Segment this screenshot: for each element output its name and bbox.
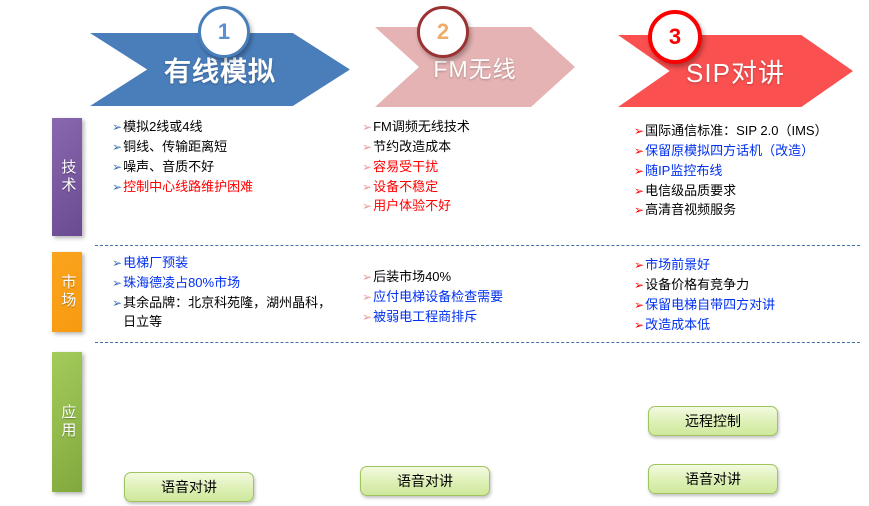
category-label-technology: 技术 [52, 118, 82, 236]
technology-item: ➢保留原模拟四方话机（改造） [634, 142, 864, 161]
market-item: ➢市场前景好 [634, 256, 864, 275]
technology-item: ➢设备不稳定 [362, 178, 577, 197]
technology-item-label: FM调频无线技术 [373, 119, 470, 134]
bullet-arrow-icon: ➢ [112, 159, 123, 174]
technology-item-label: 国际通信标准：SIP 2.0（IMS） [645, 123, 828, 138]
category-label-application: 应用 [52, 352, 82, 492]
stage-arrow-2[interactable]: FM无线 [375, 27, 575, 107]
technology-item: ➢高清音视频服务 [634, 201, 864, 220]
market-item-label: 珠海德凌占80%市场 [123, 274, 241, 290]
market-item-label: 后装市场40% [373, 269, 452, 284]
market-list-column-2: ➢后装市场40%➢应付电梯设备检查需要➢被弱电工程商排斥 [362, 268, 577, 328]
technology-item-label: 噪声、音质不好 [123, 158, 215, 174]
technology-item-label: 保留原模拟四方话机（改造） [645, 142, 815, 158]
market-list-column-3: ➢市场前景好➢设备价格有竞争力➢保留电梯自带四方对讲➢改造成本低 [634, 256, 864, 335]
bullet-arrow-icon: ➢ [634, 258, 645, 272]
bullet-arrow-icon: ➢ [362, 139, 373, 154]
market-item: ➢被弱电工程商排斥 [362, 308, 577, 327]
technology-item: ➢节约改造成本 [362, 138, 577, 157]
application-button-column-2-voice[interactable]: 语音对讲 [360, 466, 490, 496]
technology-list-column-3: ➢国际通信标准：SIP 2.0（IMS）➢保留原模拟四方话机（改造）➢随IP监控… [634, 122, 864, 221]
technology-item: ➢容易受干扰 [362, 158, 577, 177]
technology-item: ➢噪声、音质不好 [112, 158, 342, 177]
technology-item-label: 设备不稳定 [373, 178, 439, 194]
bullet-arrow-icon: ➢ [634, 277, 645, 292]
bullet-arrow-icon: ➢ [634, 317, 645, 332]
bullet-arrow-icon: ➢ [362, 289, 373, 304]
stage-badge-2: 2 [417, 6, 469, 58]
technology-item-label: 模拟2线或4线 [123, 119, 203, 134]
stage-arrow-3-label: SIP对讲 [686, 57, 785, 88]
market-item: ➢后装市场40% [362, 268, 577, 287]
market-item-label: 保留电梯自带四方对讲 [645, 296, 776, 312]
application-button-column-3-voice[interactable]: 语音对讲 [648, 464, 778, 494]
stage-badge-3: 3 [648, 10, 702, 64]
market-item: ➢其余品牌：北京科苑隆，湖州晶科，日立等 [112, 294, 342, 332]
row-divider-technology-market [95, 245, 860, 246]
technology-item: ➢控制中心线路维护困难 [112, 178, 342, 197]
market-item: ➢珠海德凌占80%市场 [112, 274, 342, 293]
application-button-column-1-voice[interactable]: 语音对讲 [124, 472, 254, 502]
bullet-arrow-icon: ➢ [112, 120, 123, 134]
bullet-arrow-icon: ➢ [112, 139, 123, 154]
bullet-arrow-icon: ➢ [362, 270, 373, 284]
bullet-arrow-icon: ➢ [634, 297, 645, 312]
technology-item-label: 容易受干扰 [373, 158, 439, 174]
application-button-column-3-remote[interactable]: 远程控制 [648, 406, 778, 436]
market-item: ➢保留电梯自带四方对讲 [634, 296, 864, 315]
technology-item: ➢随IP监控布线 [634, 162, 864, 181]
technology-item: ➢用户体验不好 [362, 197, 577, 216]
technology-item: ➢铜线、传输距离短 [112, 138, 342, 157]
market-item-label: 电梯厂预装 [123, 255, 189, 270]
bullet-arrow-icon: ➢ [362, 120, 373, 134]
stage-badge-1: 1 [198, 6, 250, 58]
market-item: ➢应付电梯设备检查需要 [362, 288, 577, 307]
technology-item: ➢国际通信标准：SIP 2.0（IMS） [634, 122, 864, 141]
technology-list-column-1: ➢模拟2线或4线➢铜线、传输距离短➢噪声、音质不好➢控制中心线路维护困难 [112, 118, 342, 197]
bullet-arrow-icon: ➢ [362, 199, 373, 214]
technology-item-label: 随IP监控布线 [645, 162, 723, 178]
market-item-label: 改造成本低 [645, 316, 711, 332]
market-item: ➢改造成本低 [634, 316, 864, 335]
bullet-arrow-icon: ➢ [634, 183, 645, 198]
bullet-arrow-icon: ➢ [112, 295, 123, 310]
market-item-label: 市场前景好 [645, 257, 711, 272]
market-item-label: 其余品牌：北京科苑隆，湖州晶科，日立等 [123, 294, 332, 329]
bullet-arrow-icon: ➢ [634, 203, 645, 218]
bullet-arrow-icon: ➢ [362, 309, 373, 324]
market-item: ➢设备价格有竞争力 [634, 276, 864, 295]
technology-item-label: 高清音视频服务 [645, 202, 737, 218]
technology-item: ➢模拟2线或4线 [112, 118, 342, 137]
bullet-arrow-icon: ➢ [634, 143, 645, 158]
technology-list-column-2: ➢FM调频无线技术➢节约改造成本➢容易受干扰➢设备不稳定➢用户体验不好 [362, 118, 577, 217]
row-divider-market-application [95, 342, 860, 343]
market-item-label: 设备价格有竞争力 [645, 276, 750, 292]
technology-item-label: 铜线、传输距离短 [123, 138, 228, 154]
technology-item: ➢电信级品质要求 [634, 182, 864, 201]
category-label-market: 市场 [52, 252, 82, 332]
market-list-column-1: ➢电梯厂预装➢珠海德凌占80%市场➢其余品牌：北京科苑隆，湖州晶科，日立等 [112, 254, 342, 332]
market-item: ➢电梯厂预装 [112, 254, 342, 273]
technology-item-label: 用户体验不好 [373, 198, 452, 214]
bullet-arrow-icon: ➢ [362, 179, 373, 194]
market-item-label: 应付电梯设备检查需要 [373, 288, 504, 304]
bullet-arrow-icon: ➢ [634, 124, 645, 138]
bullet-arrow-icon: ➢ [112, 256, 123, 270]
bullet-arrow-icon: ➢ [362, 159, 373, 174]
market-item-label: 被弱电工程商排斥 [373, 308, 478, 324]
technology-item: ➢FM调频无线技术 [362, 118, 577, 137]
bullet-arrow-icon: ➢ [112, 179, 123, 194]
bullet-arrow-icon: ➢ [112, 275, 123, 290]
technology-item-label: 电信级品质要求 [645, 182, 737, 198]
technology-item-label: 节约改造成本 [373, 138, 452, 154]
technology-item-label: 控制中心线路维护困难 [123, 178, 254, 194]
bullet-arrow-icon: ➢ [634, 163, 645, 178]
